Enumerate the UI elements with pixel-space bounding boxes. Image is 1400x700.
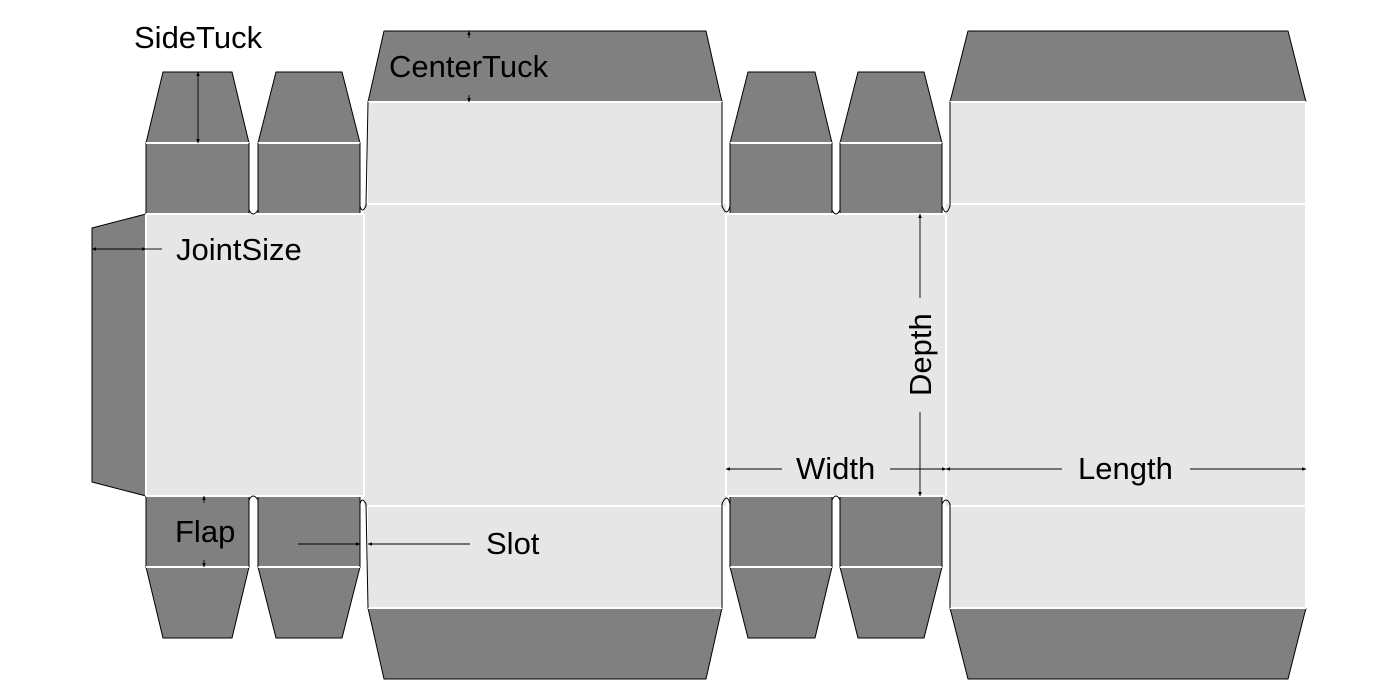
length-label: Length xyxy=(1078,451,1173,486)
panel-side-left xyxy=(146,214,364,496)
bottom-tuck-3 xyxy=(729,566,833,639)
side-tuck-2 xyxy=(257,71,361,144)
slot-cuts xyxy=(248,101,951,609)
panel-back-body xyxy=(946,204,1306,506)
center-tuck-top-2 xyxy=(949,30,1307,103)
panel-side-right xyxy=(726,214,946,496)
joint-flap xyxy=(91,213,147,497)
center-tuck-label: CenterTuck xyxy=(389,49,549,84)
bottom-flap-2 xyxy=(257,495,361,568)
panel-front-body xyxy=(364,204,726,506)
depth-label: Depth xyxy=(903,313,938,396)
top-flap-4 xyxy=(839,142,943,215)
bottom-flap-4 xyxy=(839,495,943,568)
bottom-flap-1 xyxy=(145,495,250,568)
center-tuck-bottom-1 xyxy=(367,607,723,680)
center-tuck-bottom-2 xyxy=(949,607,1307,680)
joint-size-label: JointSize xyxy=(176,232,302,267)
side-tuck-label: SideTuck xyxy=(134,20,263,55)
slot-label: Slot xyxy=(486,526,540,561)
bottom-tuck-1 xyxy=(145,566,250,639)
top-flap-3 xyxy=(729,142,833,215)
width-label: Width xyxy=(796,451,875,486)
bottom-flap-3 xyxy=(729,495,833,568)
top-flap-1 xyxy=(145,142,250,215)
side-tuck-3 xyxy=(729,71,833,144)
side-tuck-4 xyxy=(839,71,943,144)
bottom-tuck-4 xyxy=(839,566,943,639)
top-flap-2 xyxy=(257,142,361,215)
bottom-tuck-2 xyxy=(257,566,361,639)
side-tuck-1 xyxy=(145,71,250,144)
flap-label: Flap xyxy=(175,514,235,549)
